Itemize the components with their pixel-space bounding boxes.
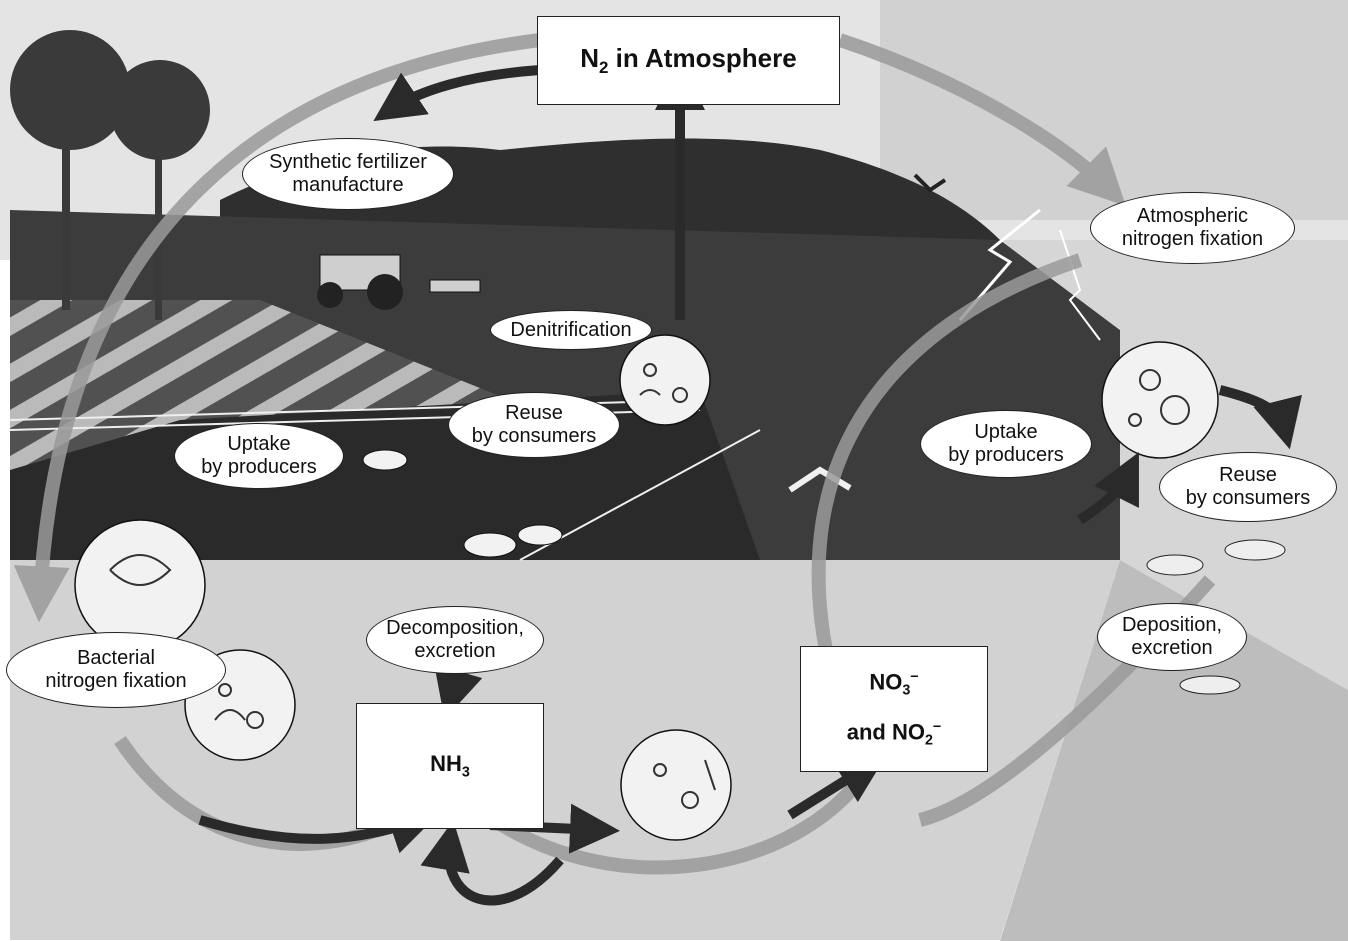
label-uptake-producers-right: Uptake by producers [920,410,1092,478]
storm-cloud [880,0,1348,220]
label-synthetic-fertilizer: Synthetic fertilizer manufacture [242,138,454,210]
nitrite-label: and NO2− [847,709,942,759]
label-reuse-consumers-left: Reuse by consumers [448,392,620,458]
nitrate-nitrite-box: NO3− and NO2− [800,646,988,772]
nh3-box: NH3 [356,703,544,829]
label-deposition: Deposition, excretion [1097,603,1247,671]
nitrate-label: NO3− [869,659,918,709]
label-denitrification: Denitrification [490,310,652,350]
label-uptake-producers-left: Uptake by producers [174,423,344,489]
label-atmospheric-fixation: Atmospheric nitrogen fixation [1090,192,1295,264]
nh3-label: NH3 [430,751,470,780]
atmosphere-label: N2 in Atmosphere [580,43,796,78]
label-reuse-consumers-right: Reuse by consumers [1159,452,1337,522]
label-decomposition: Decomposition, excretion [366,606,544,674]
atmosphere-box: N2 in Atmosphere [537,16,840,105]
label-bacterial-fixation: Bacterial nitrogen fixation [6,632,226,708]
